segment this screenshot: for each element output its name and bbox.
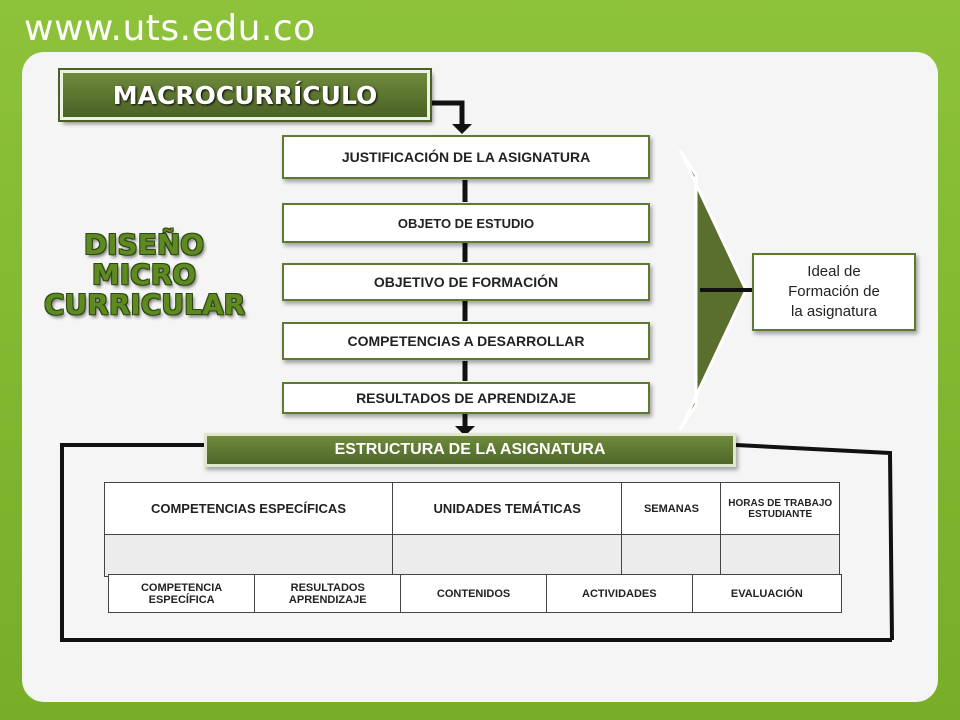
diseno-micro-curricular-title: DISEÑO MICRO CURRICULAR — [44, 228, 246, 321]
table-header-cell: UNIDADES TEMÁTICAS — [391, 482, 623, 535]
structure-table: COMPETENCIAS ESPECÍFICAS UNIDADES TEMÁTI… — [104, 482, 840, 577]
table-cell[interactable] — [621, 534, 722, 577]
table-header-row: COMPETENCIA ESPECÍFICA RESULTADOS APREND… — [107, 574, 843, 613]
table-header-cell: EVALUACIÓN — [691, 574, 843, 613]
table-cell[interactable] — [391, 534, 623, 577]
structure-frame — [735, 443, 894, 641]
ideal-formacion-box[interactable]: Ideal de Formación de la asignatura — [752, 253, 916, 331]
macrocurriculo-button[interactable]: MACROCURRÍCULO — [58, 68, 432, 122]
table-header-row: COMPETENCIAS ESPECÍFICAS UNIDADES TEMÁTI… — [104, 482, 840, 535]
table-header-cell: HORAS DE TRABAJO ESTUDIANTE — [720, 482, 840, 535]
step-objetivo-formacion[interactable]: OBJETIVO DE FORMACIÓN — [282, 263, 650, 301]
table-row — [104, 534, 840, 577]
title-line: DISEÑO — [83, 228, 205, 261]
macro-arrowhead — [452, 124, 472, 134]
table-header-cell: ACTIVIDADES — [545, 574, 693, 613]
title-line: MICRO — [91, 258, 197, 291]
table-header-cell: COMPETENCIAS ESPECÍFICAS — [104, 482, 393, 535]
step-objeto-estudio[interactable]: OBJETO DE ESTUDIO — [282, 203, 650, 243]
step-resultados[interactable]: RESULTADOS DE APRENDIZAJE — [282, 382, 650, 414]
ideal-line: la asignatura — [791, 303, 877, 320]
step-justificacion[interactable]: JUSTIFICACIÓN DE LA ASIGNATURA — [282, 135, 650, 179]
macro-connector — [430, 100, 465, 128]
step-arrowhead — [455, 426, 475, 436]
table-cell[interactable] — [720, 534, 840, 577]
table-header-cell: CONTENIDOS — [400, 574, 547, 613]
structure-frame — [60, 443, 892, 642]
table-header-cell: RESULTADOS APRENDIZAJE — [254, 574, 402, 613]
site-url: www.uts.edu.co — [24, 8, 316, 49]
table-header-cell: SEMANAS — [621, 482, 722, 535]
step-competencias[interactable]: COMPETENCIAS A DESARROLLAR — [282, 322, 650, 360]
estructura-asignatura-button[interactable]: ESTRUCTURA DE LA ASIGNATURA — [204, 433, 736, 467]
title-line: CURRICULAR — [44, 288, 246, 321]
table-header-cell: COMPETENCIA ESPECÍFICA — [107, 574, 256, 613]
ideal-line: Formación de — [788, 283, 880, 300]
table-cell[interactable] — [104, 534, 393, 577]
ideal-line: Ideal de — [807, 263, 861, 280]
detail-table: COMPETENCIA ESPECÍFICA RESULTADOS APREND… — [107, 574, 843, 613]
